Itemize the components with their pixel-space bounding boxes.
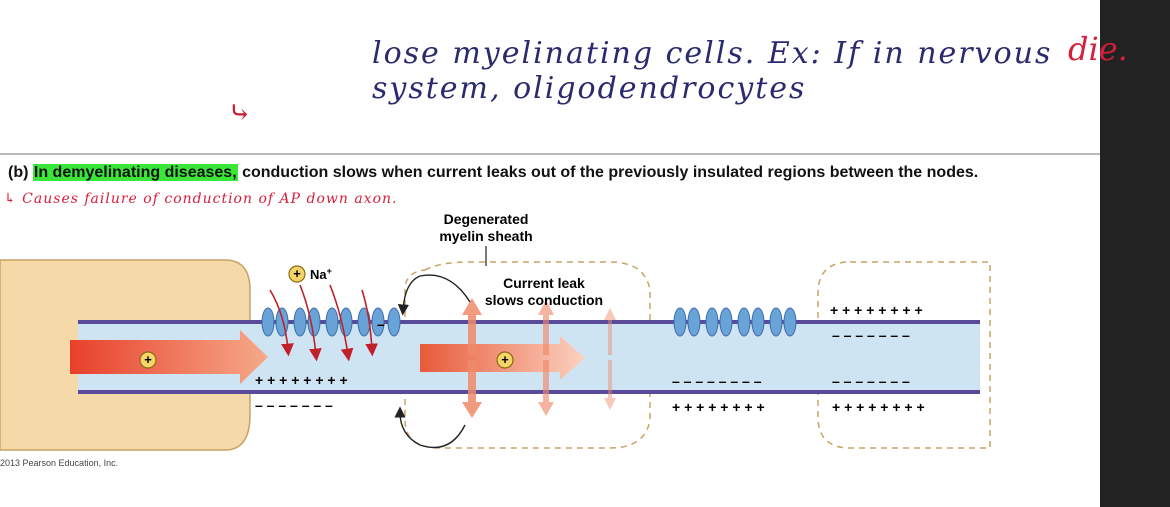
charge-minus-channel: – <box>377 316 385 332</box>
figure-top-border <box>0 153 1100 155</box>
plus-circle-na <box>288 265 306 283</box>
handwritten-note-top: lose myelinating cells. Ex: If in nervou… <box>372 36 1053 106</box>
charge-plus-outer-right: + + + + + + + + <box>830 302 923 318</box>
current-leak-line2: slows conduction <box>485 292 603 308</box>
charge-plus-inner-left: + + + + + + + + <box>255 372 348 388</box>
axon-diagram: + + + Na+ Degenerated myelin sheath Curr… <box>0 211 991 451</box>
caption-rest: conduction slows when current leaks out … <box>237 164 979 181</box>
charge-minus-outer-left: – – – – – – – <box>255 397 333 413</box>
right-sidebar <box>1100 0 1170 507</box>
degenerated-sheath-right <box>817 261 991 449</box>
sodium-channels-left <box>261 307 401 337</box>
leak-curve-top <box>397 274 471 316</box>
handwritten-cause-note: ↳ Causes failure of conduction of AP dow… <box>4 191 398 207</box>
charge-plus-outer-middle: + + + + + + + + <box>672 399 765 415</box>
charge-minus-inner-right: – – – – – – – <box>832 327 910 343</box>
caption-highlight: In demyelinating diseases, <box>32 164 238 181</box>
plus-circle-left <box>139 351 157 369</box>
charge-minus-inner-middle: – – – – – – – – <box>672 373 762 389</box>
plus-symbol-middle: + <box>501 352 509 367</box>
charge-plus-outer-far-right: + + + + + + + + <box>832 399 925 415</box>
handwritten-arrow: ⤷ <box>228 96 253 129</box>
plus-symbol-na: + <box>293 266 301 281</box>
leak-curve-bottom <box>394 406 466 449</box>
current-leak-line1: Current leak <box>503 275 585 291</box>
degenerated-label-line1: Degenerated <box>444 211 529 227</box>
copyright-text: 2013 Pearson Education, Inc. <box>0 458 119 468</box>
degenerated-label-line2: myelin sheath <box>439 228 532 244</box>
plus-symbol-left: + <box>144 352 152 367</box>
current-arrow-left <box>70 330 268 384</box>
figure-caption: (b) In demyelinating diseases, conductio… <box>8 164 978 182</box>
na-influx-arrows <box>269 284 379 362</box>
na-label: Na+ <box>310 266 332 282</box>
caption-label: (b) <box>8 164 29 181</box>
charge-minus-inner-far-right: – – – – – – – <box>832 373 910 389</box>
degenerated-sheath-middle <box>404 261 651 449</box>
leak-arrows <box>462 298 616 418</box>
sodium-channels-right <box>673 307 797 337</box>
handwritten-die: die. <box>1068 30 1128 68</box>
plus-circle-middle <box>496 351 514 369</box>
